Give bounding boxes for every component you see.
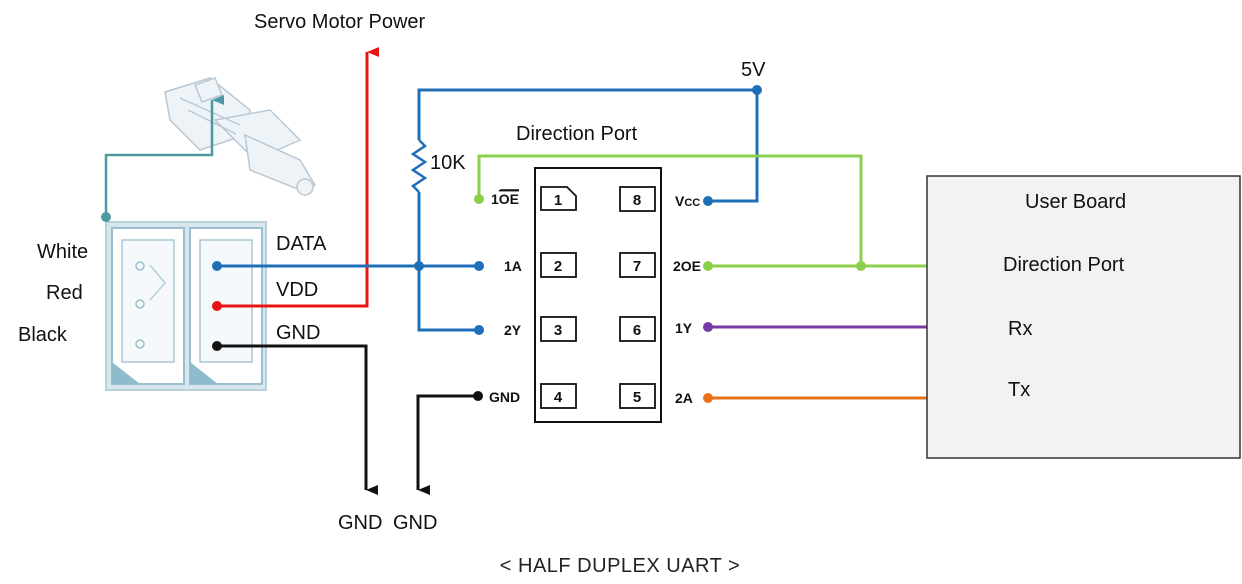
pin-2y-dot <box>474 325 484 335</box>
connector-gnd-wire <box>217 344 378 495</box>
user-board-rx: Rx <box>1008 318 1032 340</box>
vdd-label: VDD <box>276 279 318 301</box>
pin-number-3: 3 <box>554 322 562 339</box>
chip-gnd-dot <box>473 391 483 401</box>
pin-box-5 <box>619 383 656 409</box>
pin-box-3 <box>540 316 577 342</box>
direction-port-label: Direction Port <box>516 123 638 145</box>
pin-box-1 <box>540 186 577 211</box>
connector-gnd-dot <box>212 341 222 351</box>
pin-name-2a: 2A <box>675 390 693 406</box>
servo-cable-line <box>104 95 224 217</box>
servo-cable-dot <box>101 212 111 222</box>
pin-box-8 <box>619 186 656 212</box>
chip-gnd-wire <box>416 394 478 495</box>
pin-1y-dot <box>703 322 713 332</box>
pin-box-2 <box>540 252 577 278</box>
pin-number-5: 5 <box>633 389 641 406</box>
gnd-connector-label: GND <box>276 322 320 344</box>
five-v-dot <box>752 85 762 95</box>
data-dot <box>212 261 222 271</box>
pin-name-1a: 1A <box>504 258 522 274</box>
gnd-ground-label-2: GND <box>393 512 437 534</box>
pin-number-2: 2 <box>554 258 562 275</box>
vcc-pin-dot <box>703 196 713 206</box>
servo-motor-power-label: Servo Motor Power <box>254 11 426 33</box>
pin-number-1: 1 <box>554 192 562 209</box>
pin-1a-dot <box>474 261 484 271</box>
resistor-10k-symbol <box>410 139 428 193</box>
pin-name-1y: 1Y <box>675 320 693 336</box>
user-board-box <box>926 175 1241 459</box>
pin-name-vcc: VCC <box>675 193 700 209</box>
pin-name-1oe: 1OE <box>491 191 519 207</box>
data-label: DATA <box>276 233 327 255</box>
vdd-wire <box>217 47 379 308</box>
user-board-title: User Board <box>1025 191 1126 213</box>
pin-number-6: 6 <box>633 322 641 339</box>
direction-port-wire <box>477 154 863 266</box>
pin-box-6 <box>619 316 656 342</box>
pin-box-7 <box>619 252 656 278</box>
gnd-ground-label-1: GND <box>338 512 382 534</box>
buffer-ic: 1 2 3 4 8 7 6 5 <box>534 167 662 423</box>
pin-number-7: 7 <box>633 258 641 275</box>
pin-number-4: 4 <box>554 389 563 406</box>
user-board-tx: Tx <box>1008 379 1030 401</box>
pin-2oe-dot <box>703 261 713 271</box>
pin-2a-dot <box>703 393 713 403</box>
diagram-caption: < HALF DUPLEX UART > <box>500 555 740 577</box>
pin-box-4 <box>540 383 577 409</box>
wire-red-label: Red <box>46 282 83 304</box>
wire-black-label: Black <box>18 324 68 346</box>
resistor-to-2y-wire <box>417 192 476 332</box>
vdd-dot <box>212 301 222 311</box>
five-v-label: 5V <box>741 59 766 81</box>
pin-name-2oe: 2OE <box>673 258 701 274</box>
wire-white-label: White <box>37 241 88 263</box>
servo-motor-illustration <box>164 77 317 196</box>
pin-1oe-dot <box>474 194 484 204</box>
pin-name-gnd: GND <box>489 389 520 405</box>
user-board-direction-port: Direction Port <box>1003 254 1125 276</box>
pin-name-2y: 2Y <box>504 322 522 338</box>
pin-number-8: 8 <box>633 192 641 209</box>
resistor-10k-label: 10K <box>430 152 466 174</box>
direction-junction-dot <box>856 261 866 271</box>
